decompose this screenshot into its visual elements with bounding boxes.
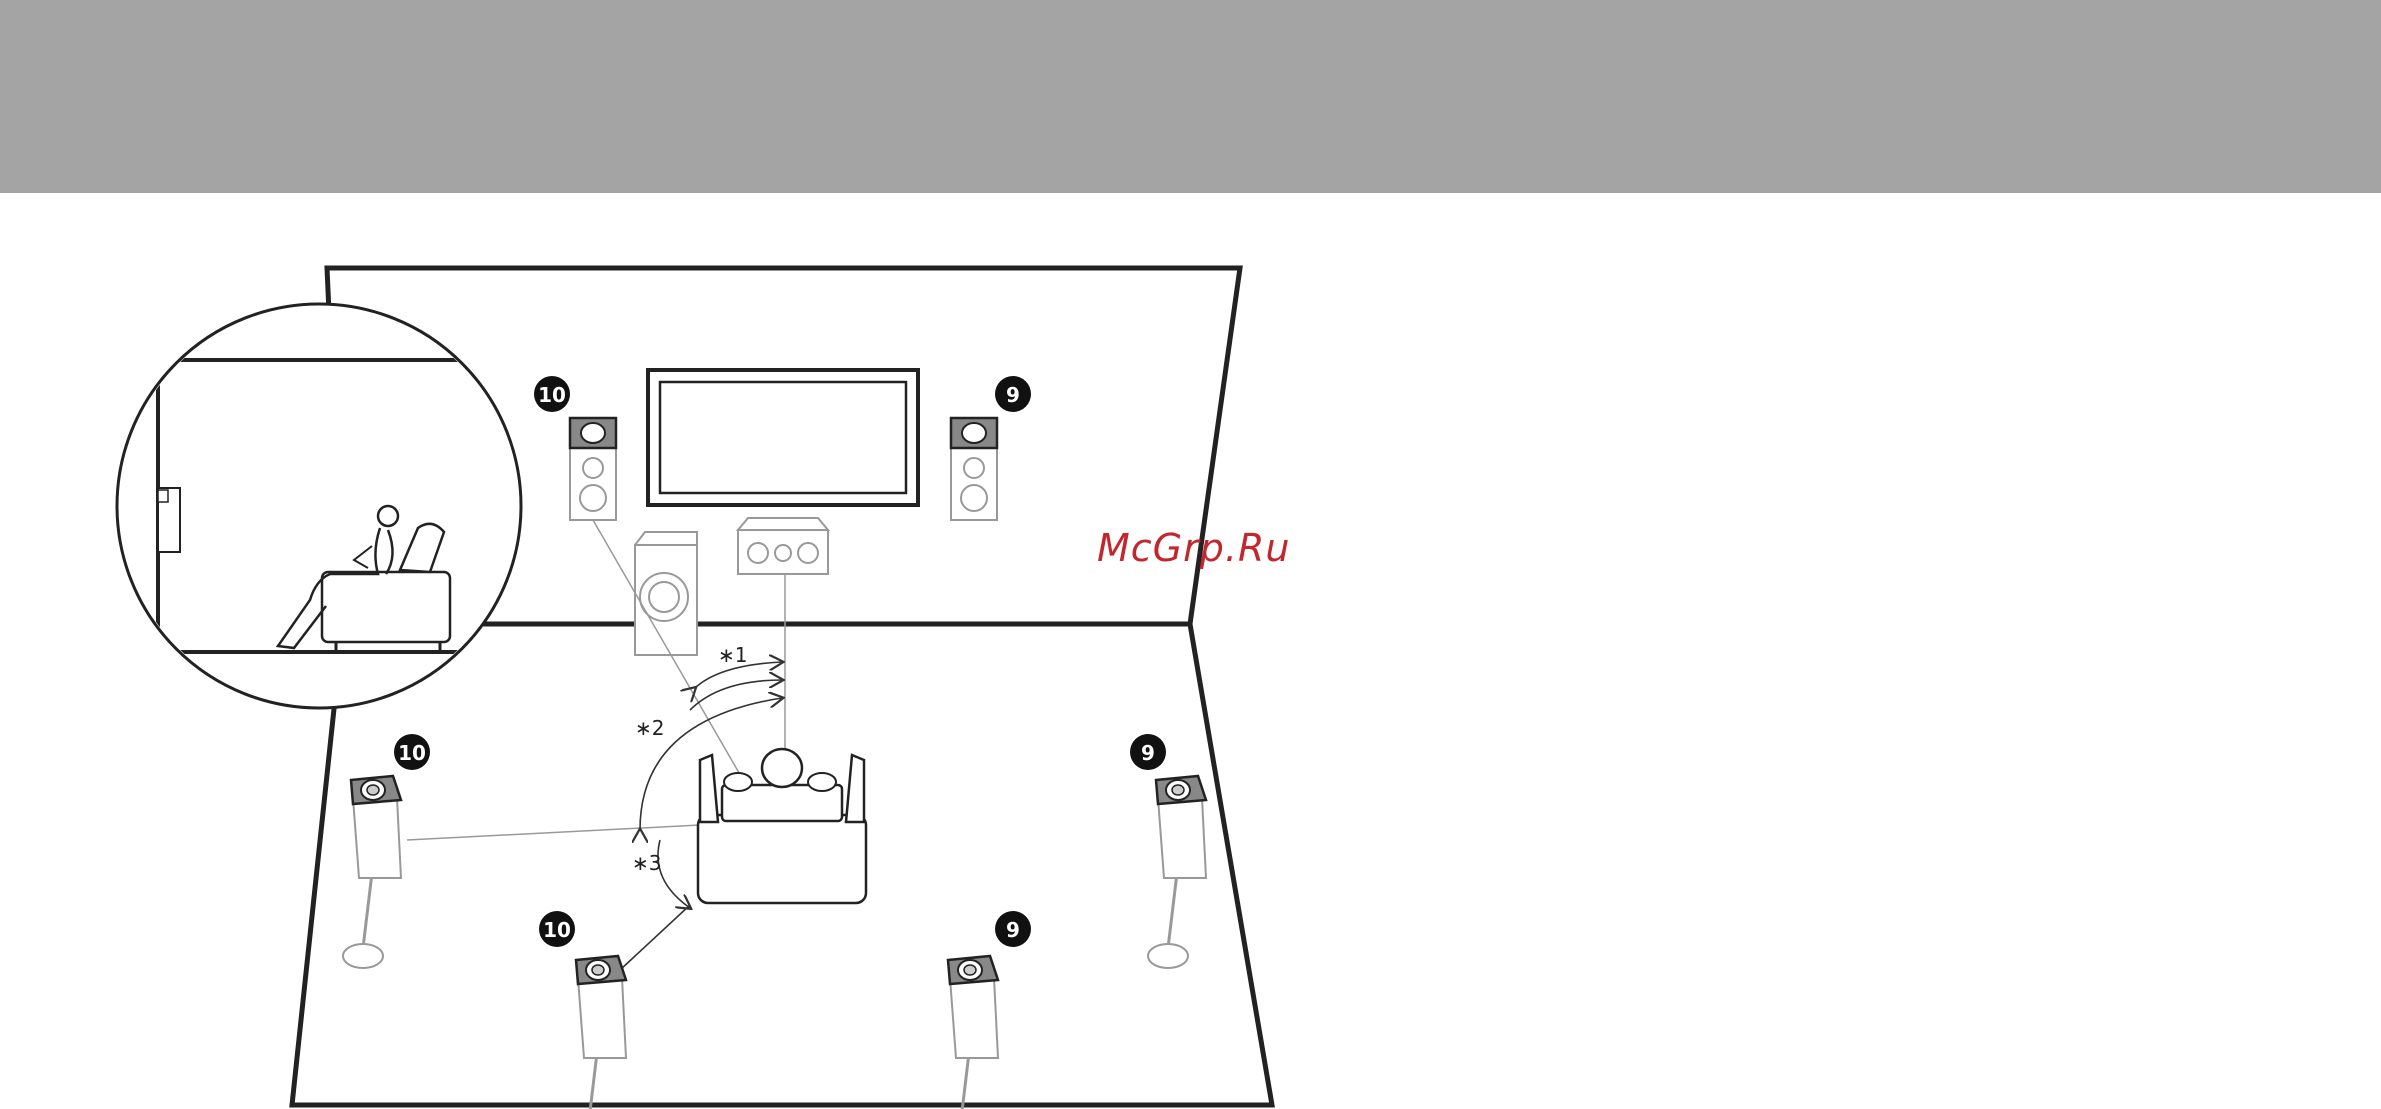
tv-icon — [648, 370, 918, 505]
angle-note-3: ∗3 — [632, 851, 661, 875]
svg-text:10: 10 — [398, 741, 426, 765]
svg-text:9: 9 — [1141, 741, 1155, 765]
side-view-inset — [117, 304, 521, 708]
center-speaker-icon — [738, 518, 828, 574]
svg-text:10: 10 — [543, 918, 571, 942]
svg-text:9: 9 — [1006, 383, 1020, 407]
watermark: McGrp.Ru — [1097, 526, 1290, 570]
badge-back-left: 10 — [539, 911, 575, 947]
badge-back-right: 9 — [995, 911, 1031, 947]
badge-front-right: 9 — [995, 376, 1031, 412]
svg-text:10: 10 — [538, 383, 566, 407]
badge-surround-left: 10 — [394, 734, 430, 770]
angle-note-2: ∗2 — [635, 716, 664, 740]
angle-note-1: ∗1 — [718, 643, 747, 667]
badge-front-left: 10 — [534, 376, 570, 412]
svg-text:9: 9 — [1006, 918, 1020, 942]
subwoofer-icon — [635, 532, 697, 655]
front-right-speaker-icon — [951, 418, 997, 520]
front-left-speaker-icon — [570, 418, 616, 520]
badge-surround-right: 9 — [1130, 734, 1166, 770]
